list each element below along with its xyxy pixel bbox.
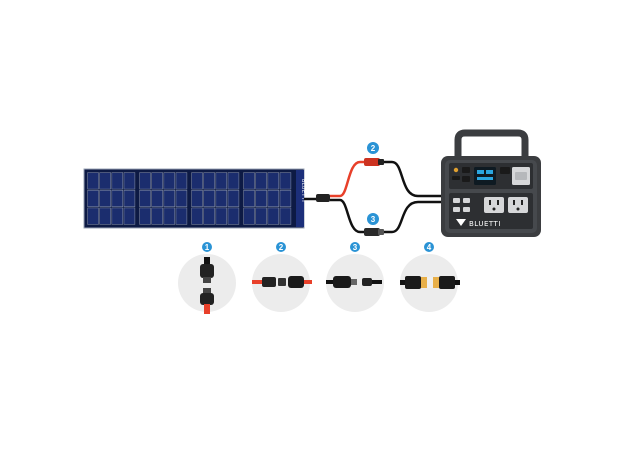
svg-text:BLUETTI: BLUETTI [469, 220, 501, 228]
solar-cell [227, 207, 240, 225]
solar-cell [255, 207, 267, 225]
solar-cell [139, 207, 151, 225]
cable-red-continued [384, 160, 444, 198]
solar-cell [215, 190, 228, 207]
cable-black-branch [339, 198, 366, 234]
solar-cell [87, 172, 99, 190]
connector-detail-2: 2 [252, 242, 312, 312]
solar-cell [279, 172, 292, 190]
solar-cell [163, 207, 176, 225]
solar-cell [99, 207, 111, 225]
panel-cell-grid [87, 172, 292, 225]
callout-badge-2: 2 [367, 142, 379, 154]
solar-cell [203, 172, 215, 190]
y-branch-red-connector-icon [252, 276, 312, 288]
solar-cell [123, 190, 136, 207]
cable-black-continued [384, 200, 444, 234]
connector-number-3: 3 [353, 243, 358, 252]
bluetti-logo-icon: BLUETTI [456, 219, 501, 228]
solar-cell [87, 207, 99, 225]
solar-cell [255, 172, 267, 190]
solar-cell [139, 190, 151, 207]
solar-cell [175, 172, 188, 190]
solar-cell [175, 207, 188, 225]
solar-cell [163, 190, 176, 207]
y-branch-black-connector-icon [326, 276, 382, 288]
solar-cell [203, 207, 215, 225]
solar-cell [151, 172, 163, 190]
solar-cell [243, 172, 255, 190]
anderson-adapter-icon [400, 276, 460, 289]
solar-cell [111, 172, 124, 190]
solar-cell [267, 172, 280, 190]
power-station: BLUETTI [441, 129, 541, 237]
solar-cell [227, 172, 240, 190]
station-handle [454, 129, 529, 158]
solar-cell [215, 207, 228, 225]
connector-detail-3: 3 [326, 242, 384, 312]
solar-cell [111, 190, 124, 207]
mc4-connector-pair-icon [200, 257, 214, 314]
solar-cell [267, 207, 280, 225]
red-connector-body [364, 158, 380, 166]
connector-detail-4: 4 [400, 242, 460, 312]
solar-cell [163, 172, 176, 190]
connector-number-1: 1 [205, 243, 210, 252]
solar-panel: BLUETTI [83, 168, 306, 229]
solar-cell [123, 172, 136, 190]
cable-red-branch [339, 160, 366, 198]
solar-cell [255, 190, 267, 207]
solar-cell [267, 190, 280, 207]
station-display [474, 167, 496, 185]
solar-cell [191, 172, 203, 190]
solar-cell [139, 172, 151, 190]
solar-cell [151, 207, 163, 225]
svg-text:2: 2 [371, 144, 376, 153]
ac-outlet-icon [484, 197, 504, 213]
cables [304, 158, 444, 236]
svg-text:3: 3 [371, 215, 376, 224]
connector-detail-1: 1 [178, 242, 236, 314]
solar-cell [243, 190, 255, 207]
solar-cell [111, 207, 124, 225]
solar-cell [279, 190, 292, 207]
solar-cell [99, 172, 111, 190]
solar-cell [151, 190, 163, 207]
solar-cell [215, 172, 228, 190]
solar-cell [175, 190, 188, 207]
solar-cell [191, 207, 203, 225]
solar-cell [243, 207, 255, 225]
solar-cell [279, 207, 292, 225]
solar-cell [99, 190, 111, 207]
solar-cell [123, 207, 136, 225]
connector-number-4: 4 [427, 243, 432, 252]
solar-cell [203, 190, 215, 207]
solar-cell [191, 190, 203, 207]
connector-number-2: 2 [279, 243, 284, 252]
black-connector-body [364, 228, 380, 236]
solar-cell [87, 190, 99, 207]
callout-badge-3: 3 [367, 213, 379, 225]
mc4-plug-main [316, 194, 330, 202]
panel-brand-label: BLUETTI [300, 179, 306, 202]
solar-cell [227, 190, 240, 207]
ac-outlet-icon [508, 197, 528, 213]
